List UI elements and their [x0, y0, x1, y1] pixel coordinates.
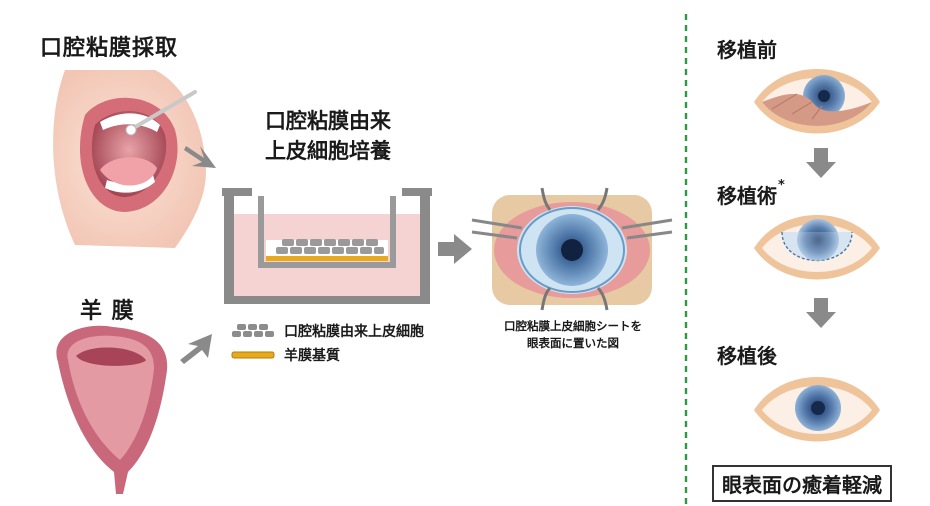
surgical-eye-illustration: [471, 187, 673, 311]
cells-swatch-icon: [232, 324, 274, 337]
legend-item-amnion-matrix: 羊膜基質: [231, 342, 424, 368]
amnion-matrix-swatch-icon: [231, 351, 275, 359]
arrow-down-1: [806, 148, 836, 178]
arrow-down-2: [806, 298, 836, 328]
after-transplant-label: 移植後: [717, 344, 777, 368]
legend-label-amnion-matrix: 羊膜基質: [284, 348, 340, 364]
amnion-illustration: [56, 325, 168, 494]
epithelial-cells: [276, 239, 384, 254]
legend-item-cells: 口腔粘膜由来上皮細胞: [232, 320, 424, 342]
during-transplant-mark: *: [778, 178, 785, 193]
culture-dish: [222, 188, 432, 304]
oral-mucosa-title: 口腔粘膜採取: [40, 36, 179, 61]
eye-before-illustration: [754, 69, 880, 134]
culture-title-line2: 上皮細胞培養: [265, 139, 391, 163]
amnion-title: 羊 膜: [80, 299, 135, 324]
legend: 口腔粘膜由来上皮細胞 羊膜基質: [231, 320, 424, 368]
during-transplant-text: 移植術: [717, 184, 777, 208]
before-transplant-label: 移植前: [717, 38, 777, 62]
result-label: 眼表面の癒着軽減: [712, 465, 892, 502]
during-transplant-label: 移植術*: [717, 178, 785, 209]
section-divider: [684, 14, 688, 504]
culture-title-line1: 口腔粘膜由来: [265, 109, 391, 133]
eye-after-illustration: [754, 377, 880, 442]
arrow-oral-to-culture: [184, 146, 216, 168]
culture-title: 口腔粘膜由来 上皮細胞培養: [238, 106, 418, 166]
eye-sheet-caption: 口腔粘膜上皮細胞シートを 眼表面に置いた図: [493, 318, 653, 352]
arrow-amnion-to-culture: [180, 334, 212, 364]
eye-sheet-caption-line2: 眼表面に置いた図: [527, 336, 619, 350]
mouth-illustration: [53, 70, 206, 248]
eye-sheet-caption-line1: 口腔粘膜上皮細胞シートを: [504, 319, 642, 333]
eye-during-illustration: [754, 215, 880, 280]
arrow-culture-to-eye: [438, 234, 472, 264]
legend-label-cells: 口腔粘膜由来上皮細胞: [284, 324, 424, 340]
